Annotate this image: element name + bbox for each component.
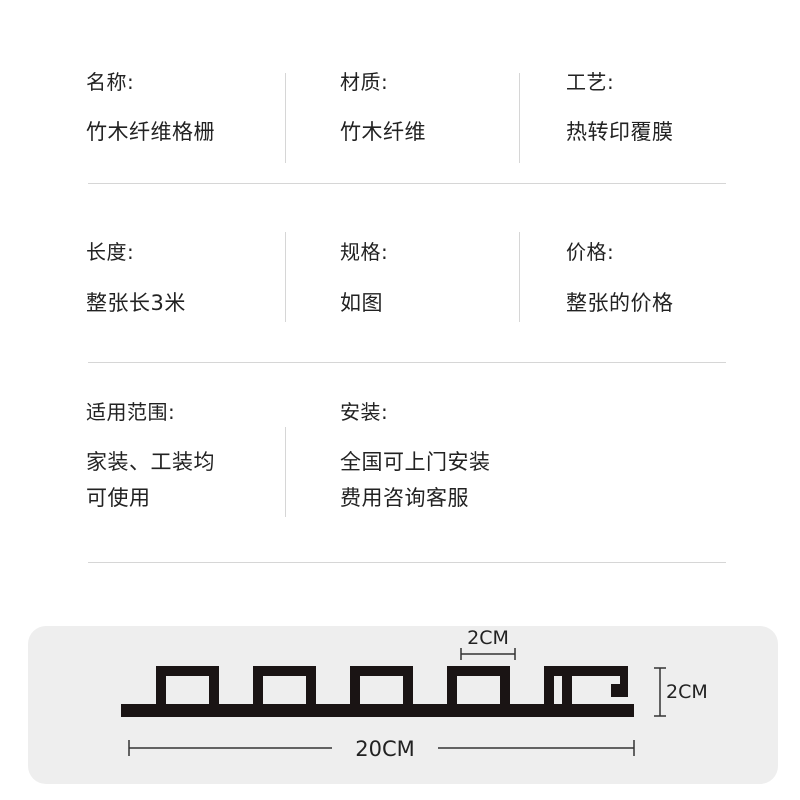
material-value: 竹木纤维	[340, 120, 426, 144]
name-value: 竹木纤维格栅	[86, 120, 215, 144]
install-value-line2: 费用咨询客服	[340, 486, 469, 510]
spec-label: 规格:	[340, 240, 389, 264]
process-label: 工艺:	[566, 70, 615, 94]
price-label: 价格:	[566, 240, 615, 264]
length-label: 长度:	[86, 240, 135, 264]
divider	[519, 73, 520, 163]
spec-value: 如图	[340, 291, 383, 315]
scope-value-line1: 家装、工装均	[86, 450, 215, 474]
length-value: 整张长3米	[86, 291, 186, 315]
divider	[285, 73, 286, 163]
row-separator	[88, 183, 726, 184]
scope-label: 适用范围:	[86, 400, 176, 424]
name-label: 名称:	[86, 70, 135, 94]
profile-diagram-panel	[28, 626, 778, 784]
scope-value-line2: 可使用	[86, 486, 151, 510]
divider	[285, 427, 286, 517]
install-label: 安装:	[340, 400, 389, 424]
divider	[519, 232, 520, 322]
row-separator	[88, 362, 726, 363]
price-value: 整张的价格	[566, 291, 674, 315]
material-label: 材质:	[340, 70, 389, 94]
divider	[285, 232, 286, 322]
process-value: 热转印覆膜	[566, 120, 674, 144]
row-separator	[88, 562, 726, 563]
install-value-line1: 全国可上门安装	[340, 450, 491, 474]
